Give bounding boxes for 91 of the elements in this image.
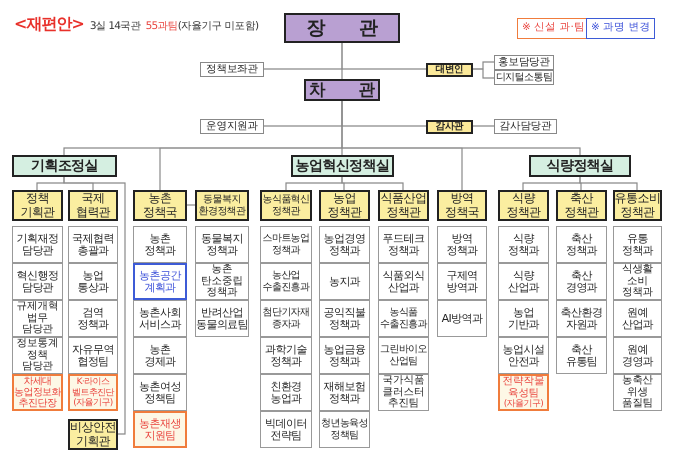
unit-cell: 정보통계 정책 담당관 [12,337,63,374]
note-text: (자율기구) [504,399,544,409]
connector-line [473,125,494,127]
unit-cell: 첨단기자재 종자과 [260,300,312,337]
unit-cell: 규제개혁 법무 담당관 [12,300,63,337]
unit-name: 전략작물 육성팀 [502,376,546,399]
unit-cell: 원예 경영과 [613,337,662,374]
office-box: 홍보담당관 [494,55,554,70]
unit-cell: 국제협력 총괄과 [68,226,118,263]
unit-cell: 반려산업 동물의료팀 [195,300,249,337]
unit-cell: 공익직불 정책과 [319,300,370,337]
office-box: 운영지원과 [200,119,264,134]
legend-item: ※ 과명 변경 [586,18,656,39]
unit-cell: 농산업 수출진흥과 [260,263,312,300]
unit-cell: 농촌재생 지원팀 [133,411,187,448]
unit-cell: 빅데이터 전략팀 [260,411,312,448]
unit-cell: 농지과 [319,263,370,300]
bureau-box: 농업 정책관 [319,190,370,221]
connector-line [341,101,581,155]
unit-cell: 재해보험 정책과 [319,374,370,411]
unit-cell: 식량 산업과 [498,263,549,300]
unit-cell: 농업금융 정책과 [319,337,370,374]
unit-cell: 구제역 방역과 [437,263,487,300]
unit-cell: 방역 정책과 [437,226,487,263]
unit-cell: 농업 통상과 [68,263,118,300]
connector-line [579,177,638,190]
unit-cell: 국가식품 클러스터 추진팀 [378,374,429,411]
unit-cell: 농촌여성 정책팀 [133,374,187,411]
unit-cell: 푸드테크 정책과 [378,226,429,263]
unit-cell: 농촌사회 서비스과 [133,300,187,337]
bureau-box: 방역 정책국 [437,190,487,221]
unit-cell: 기획재정 담당관 [12,226,63,263]
unit-cell: 농축산 위생 품질팀 [613,374,662,411]
unit-cell: 자유무역 협정팀 [68,337,118,374]
unit-cell: 청년농육성 정책팀 [319,411,370,448]
office-box: 정책보좌관 [200,62,264,77]
bureau-box: 정책 기획관 [12,190,63,221]
subtitle-text: (자율기구 미포함) [178,19,258,33]
unit-cell: 축산 경영과 [556,263,607,300]
unit-cell: 식량 정책과 [498,226,549,263]
unit-cell: 농업 기반과 [498,300,549,337]
unit-cell: 농촌 경제과 [133,337,187,374]
unit-cell: 농촌 정책과 [133,226,187,263]
subtitle-text: 55과팀 [146,19,178,33]
bureau-box: 국제 협력관 [68,190,118,221]
bureau-box: 동물복지 환경정책관 [195,190,249,221]
note-text: (자율기구) [73,398,113,408]
bureau-box: 식량 정책관 [498,190,549,221]
connector-line [341,177,404,190]
unit-cell: 유통 정책과 [613,226,662,263]
unit-cell: 농촌공간 계획과 [133,263,187,300]
unit-cell: 농업시설 안전과 [498,337,549,374]
unit-cell: 식품외식 산업과 [378,263,429,300]
unit-cell: 그린바이오 산업팀 [378,337,429,374]
bureau-box: 축산 정책관 [556,190,607,221]
bureau-box: 농식품혁신 정책관 [260,190,312,221]
division-box: 식량정책실 [529,155,631,177]
unit-cell [68,374,118,411]
unit-name: K·라이스 벨트추진단 [70,377,116,398]
office-box: 디지털소통팀 [494,70,554,85]
office-box: 감사담당관 [494,119,557,134]
unit-cell: 축산 정책과 [556,226,607,263]
unit-cell: 축산환경 자원과 [556,300,607,337]
connector-line [341,43,426,70]
office-box: 장 관 [284,13,400,43]
bureau-box: 유통소비 정책관 [613,190,662,221]
unit-cell: 동물복지 정책과 [195,226,249,263]
unit-cell: 농업경영 정책과 [319,226,370,263]
unit-cell: AI방역과 [437,300,487,337]
unit-cell: 혁신행정 담당관 [12,263,63,300]
connector-line [473,68,494,79]
unit-cell: 차세대 농업정보화 추진단장 [12,374,63,411]
unit-cell: 농촌 탄소중립 정책과 [195,263,249,300]
bureau-box: 농촌 정책국 [133,190,187,221]
division-box: 기획조정실 [12,155,117,177]
subtitle-text: 3실 14국관 [90,19,141,33]
unit-cell: 원예 산업과 [613,300,662,337]
unit-cell: 친환경 농업과 [260,374,312,411]
unit-cell: 농식품 수출진흥과 [378,300,429,337]
unit-cell: 검역 정책과 [68,300,118,337]
unit-cell: 식생활 소비 정책과 [613,263,662,300]
unit-cell: 스마트농업 정책과 [260,226,312,263]
office-box: 차 관 [304,79,380,101]
bureau-box: 비상안전 기획관 [68,419,118,450]
connector-line [63,177,126,435]
unit-cell: 과학기술 정책과 [260,337,312,374]
unit-cell [498,374,549,411]
bureau-box: 식품산업 정책관 [378,190,429,221]
unit-cell: 축산 유통팀 [556,337,607,374]
division-box: 농업혁신정책실 [291,155,394,177]
title: <재편안> [14,14,84,35]
